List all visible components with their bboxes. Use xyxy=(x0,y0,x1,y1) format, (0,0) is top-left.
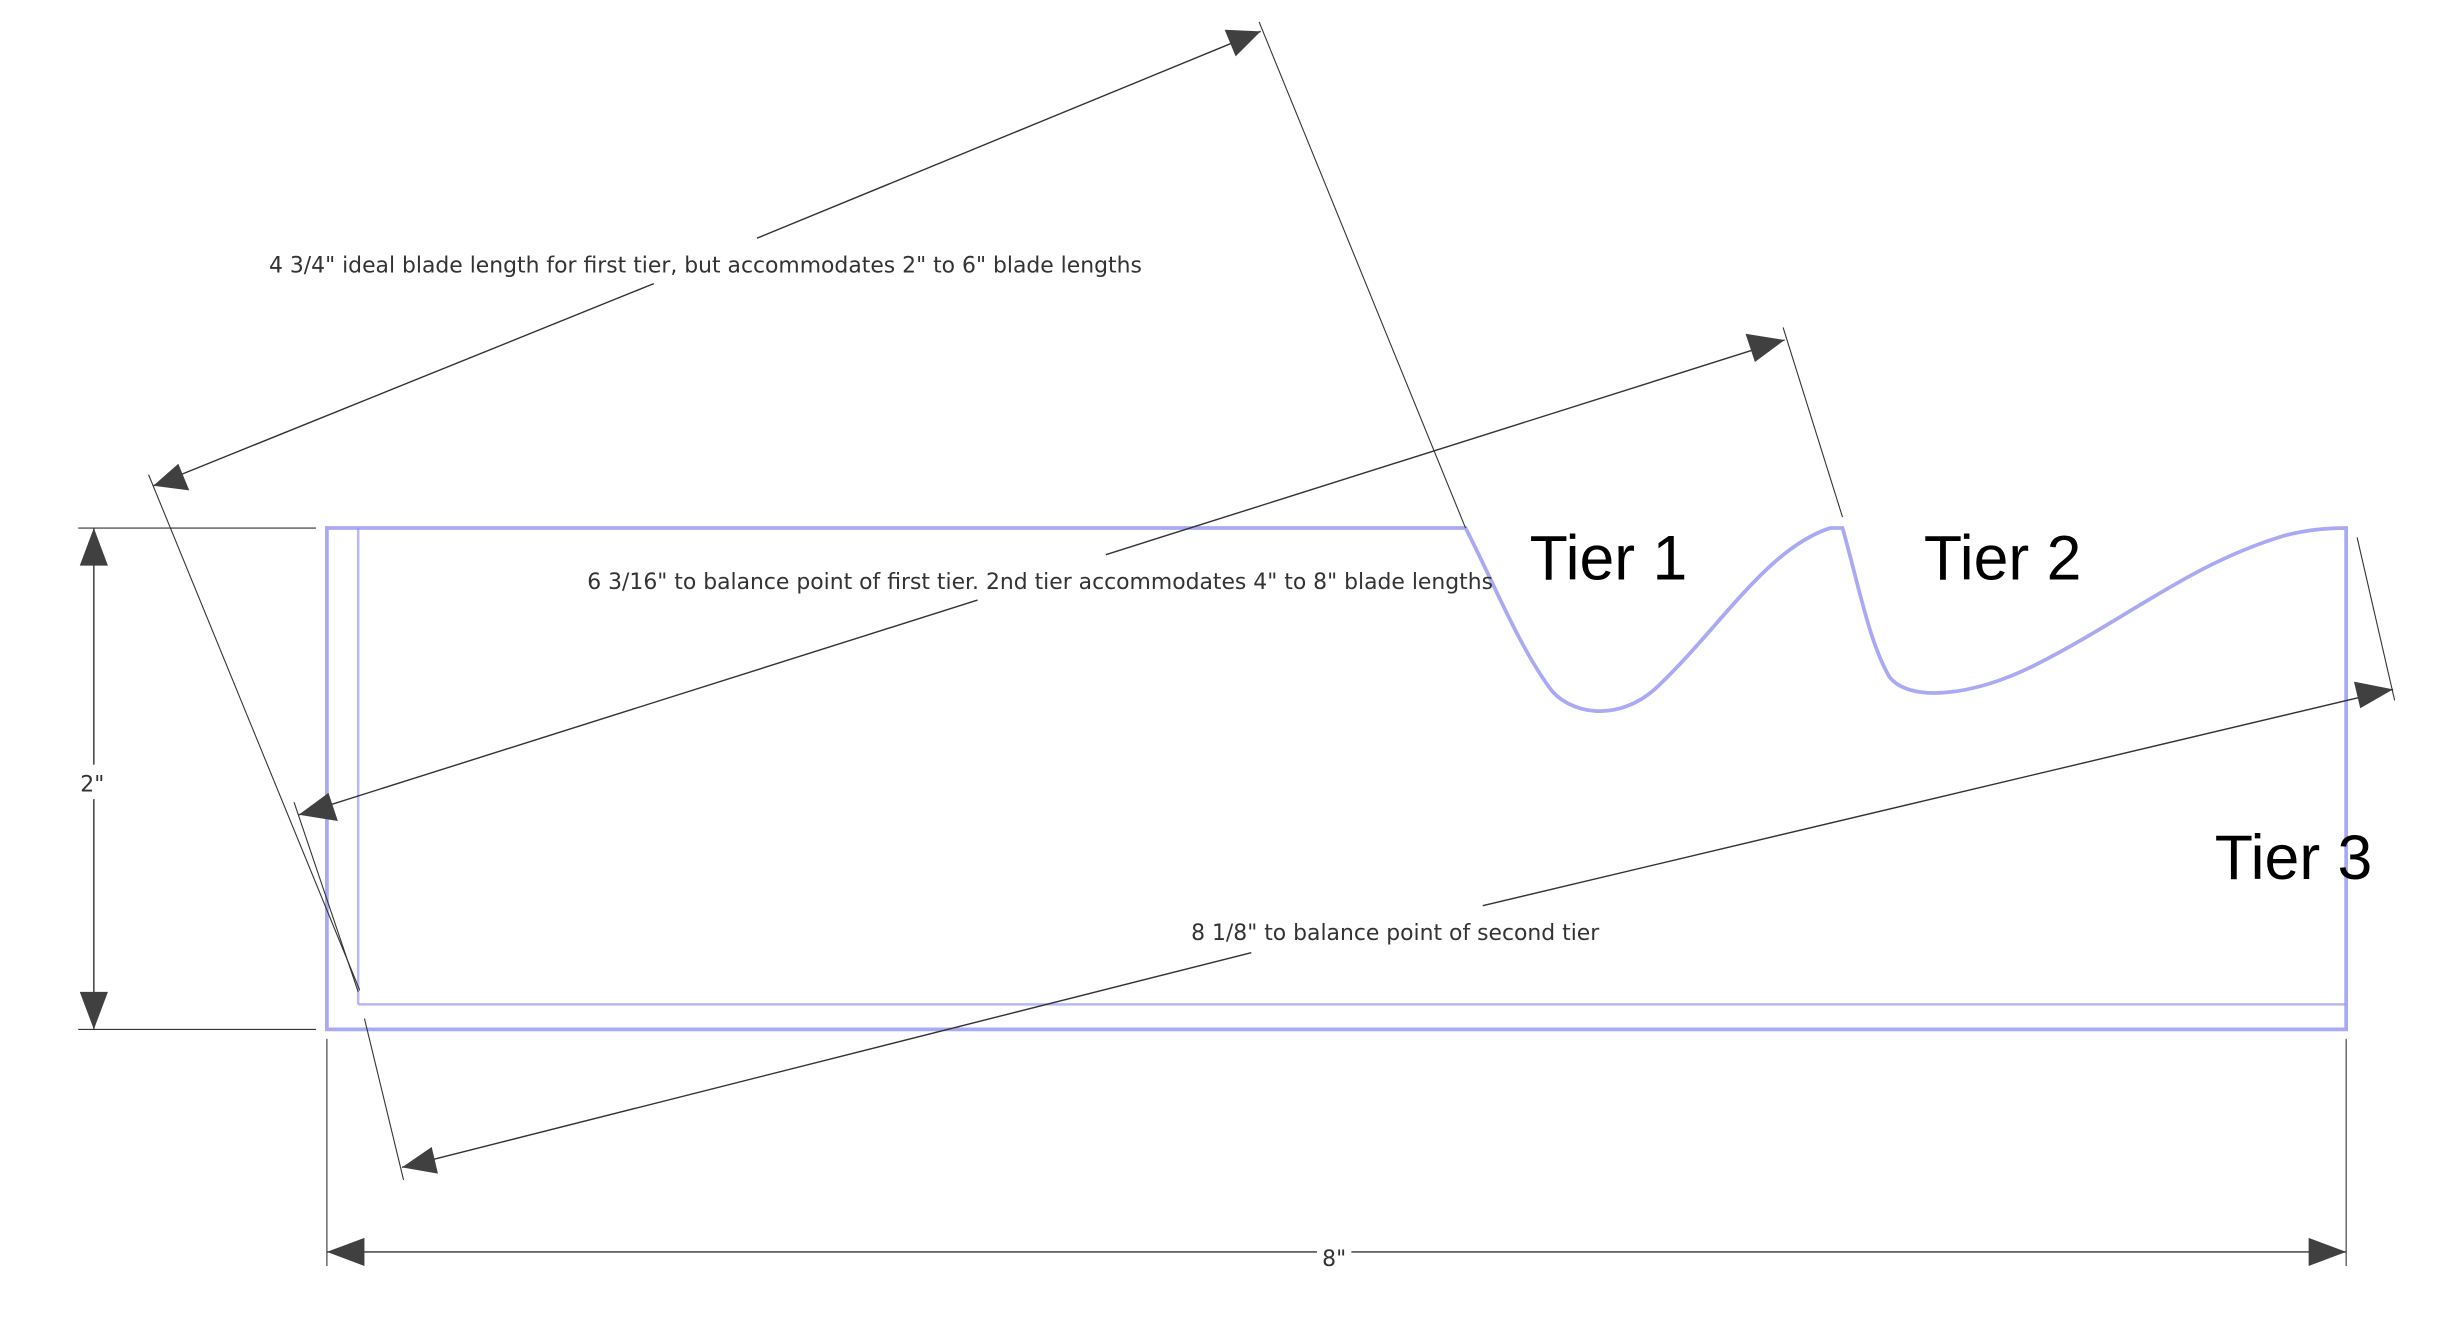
extension-line xyxy=(1782,327,1844,518)
arrowhead-icon xyxy=(1745,333,1785,362)
tier-1-label: Tier 1 xyxy=(1530,524,1688,594)
leader-line xyxy=(1105,339,1785,556)
leader-line xyxy=(298,599,978,816)
dimension-second-tier: 6 3/16" to balance point of first tier. … xyxy=(293,327,1844,993)
dimension-label-second-tier: 6 3/16" to balance point of first tier. … xyxy=(587,570,1493,595)
dimension-first-tier: 4 3/4" ideal blade length for first tier… xyxy=(148,21,1467,991)
part-outline xyxy=(325,526,2349,1032)
arrowhead-icon xyxy=(1224,29,1261,57)
tier-2-label: Tier 2 xyxy=(1924,524,2082,594)
arrowhead-icon xyxy=(2308,1237,2347,1267)
arrowhead-icon xyxy=(153,463,190,491)
arrowhead-icon xyxy=(2353,681,2394,709)
leader-line xyxy=(153,282,655,487)
extension-line xyxy=(293,802,359,993)
leader-line xyxy=(401,951,1252,1168)
dimension-label-first-tier: 4 3/4" ideal blade length for first tier… xyxy=(269,254,1142,279)
extension-line xyxy=(2356,537,2396,701)
leader-line xyxy=(1482,688,2394,907)
tier-3-label: Tier 3 xyxy=(2215,823,2373,893)
dimension-label-height: 2" xyxy=(80,772,104,797)
dimension-label-third-tier: 8 1/8" to balance point of second tier xyxy=(1191,921,1599,946)
dimension-third-tier: 8 1/8" to balance point of second tier xyxy=(363,537,2396,1180)
extension-line xyxy=(1258,21,1467,529)
dimension-height: 2" xyxy=(78,527,316,1030)
outer-profile xyxy=(325,526,2349,1032)
arrowhead-icon xyxy=(298,792,338,822)
arrowhead-icon xyxy=(401,1146,438,1174)
leader-line xyxy=(756,30,1261,239)
dimension-width: 8" xyxy=(326,1038,2347,1272)
arrowhead-icon xyxy=(79,991,108,1030)
extension-line xyxy=(148,474,361,991)
arrowhead-icon xyxy=(79,528,108,566)
arrowhead-icon xyxy=(326,1237,365,1267)
dimension-label-width: 8" xyxy=(1322,1247,1346,1272)
extension-line xyxy=(363,1018,405,1180)
